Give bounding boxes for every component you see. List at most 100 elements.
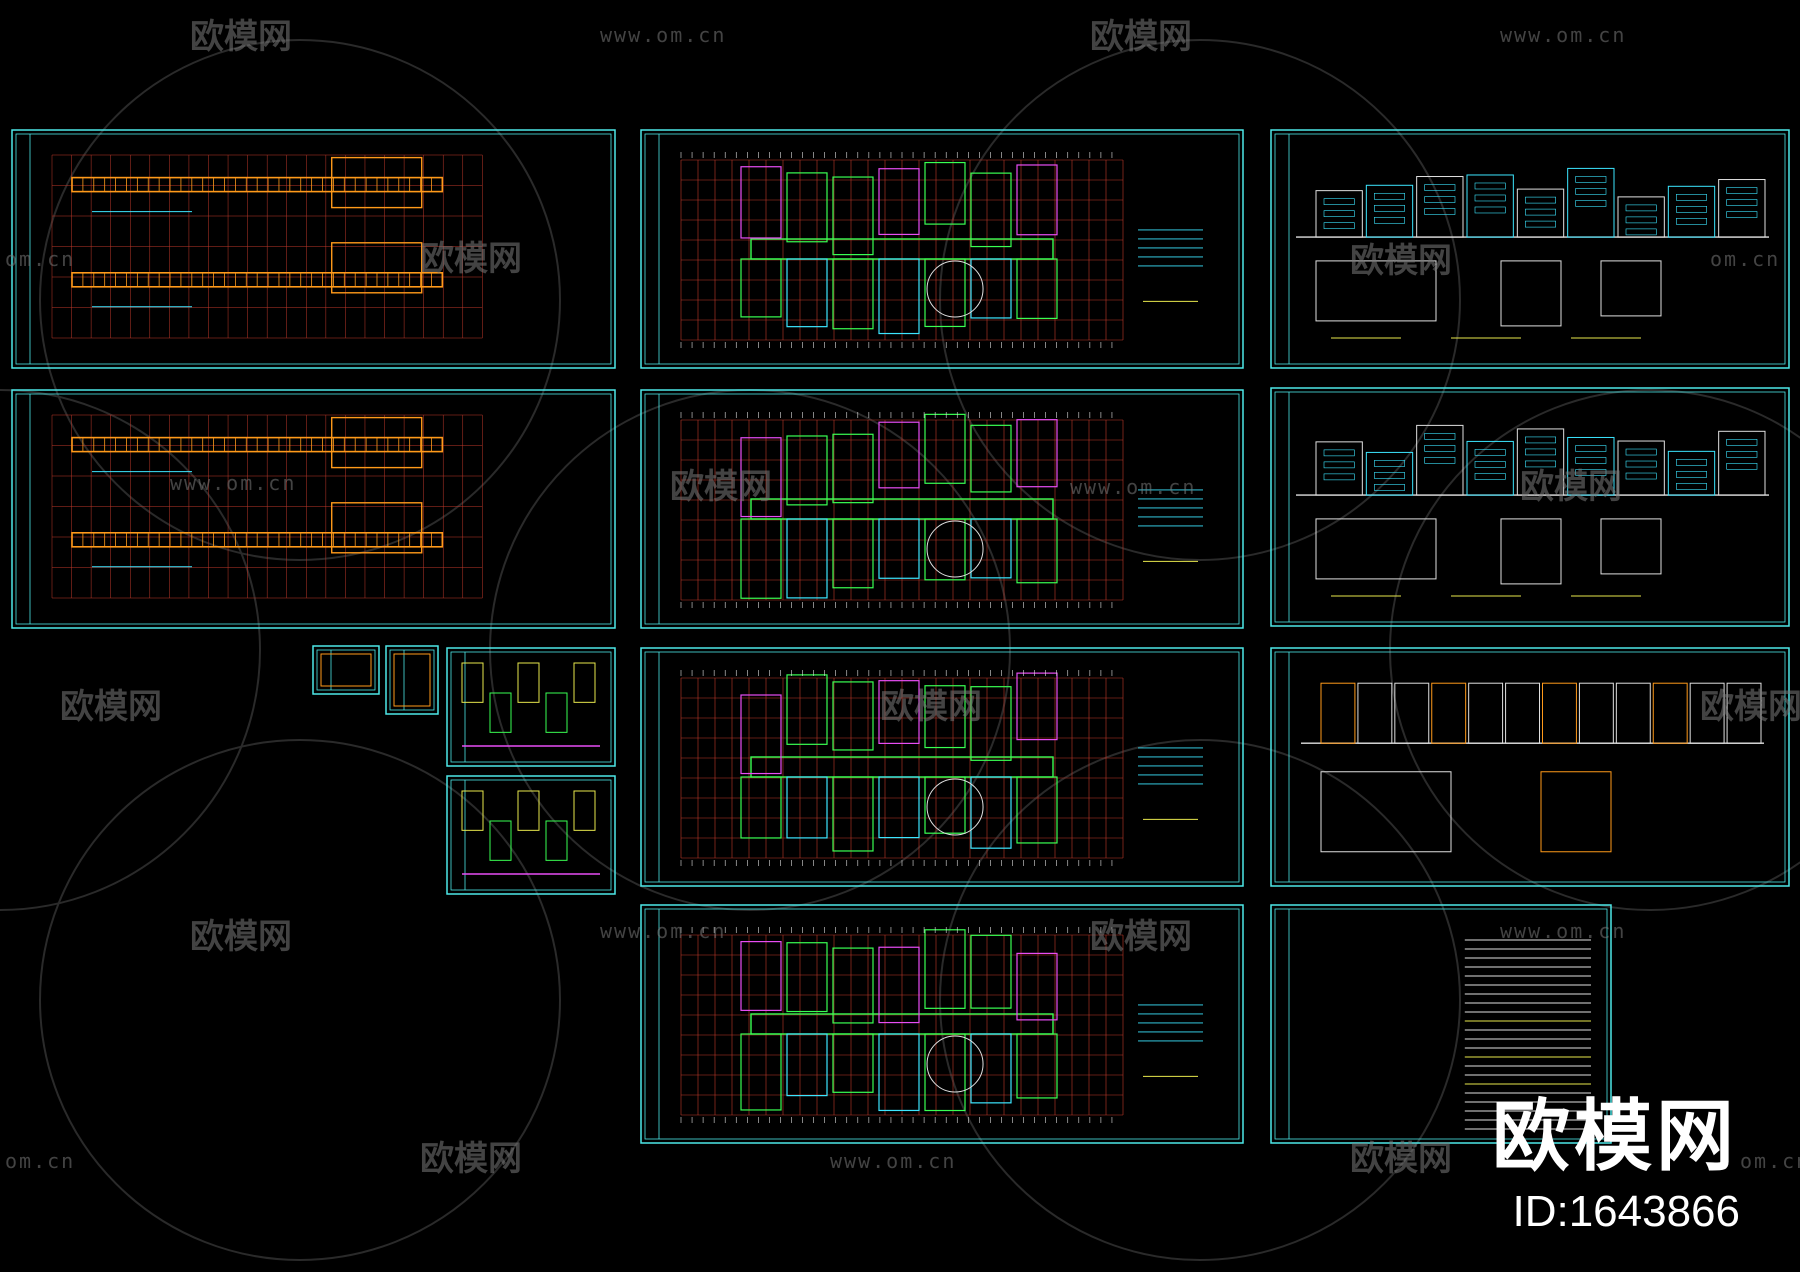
- sheet-floor-plan-1-room-north: [786, 172, 828, 243]
- sheet-section-stair-section: [1540, 771, 1612, 853]
- sheet-roof-plan: [640, 904, 1244, 1144]
- sheet-floor-plan-3: [640, 647, 1244, 887]
- sheet-floor-plan-1-room-south: [878, 258, 920, 335]
- sheet-elevation-2-window: [1676, 483, 1707, 490]
- sheet-floor-plan-3-inner-border: [644, 651, 1240, 883]
- sheet-elevation-2-window: [1625, 460, 1657, 468]
- sheet-section-section-bay: [1726, 682, 1762, 744]
- sheet-elevation-1-stair-detail: [1600, 260, 1662, 317]
- sheet-elevation-1-window: [1474, 206, 1506, 214]
- watermark-logo-text: 欧模网: [1700, 687, 1800, 727]
- sheet-roof-plan-curved-room: [926, 1035, 984, 1093]
- sheet-elevation-2-stair-detail: [1600, 518, 1662, 575]
- sheet-floor-plan-2-room-south: [970, 518, 1012, 579]
- sheet-floor-plan-2-room-south: [1016, 518, 1058, 584]
- watermark-logo-text: 欧模网: [60, 687, 162, 727]
- watermark-url-short-text: om.cn: [1740, 1149, 1800, 1173]
- sheet-elevation-2-facade-bay: [1667, 450, 1716, 496]
- sheet-elevation-2-inner-border: [1274, 391, 1786, 623]
- sheet-floor-plan-3-room-south: [740, 776, 782, 839]
- sheet-roof-plan-room-south: [878, 1033, 920, 1112]
- sheet-elevation-2-window: [1575, 445, 1607, 452]
- sheet-water-electric-1-orange-block: [331, 156, 423, 209]
- sheet-water-electric-1-inner-border: [15, 133, 612, 365]
- watermark-logo-text: 欧模网: [420, 1139, 522, 1179]
- sheet-elevation-1-window: [1575, 188, 1607, 195]
- sheet-section-section-bay: [1394, 682, 1430, 744]
- sheet-floor-plan-3-room-north: [786, 674, 828, 745]
- sheet-floor-plan-2-room-north: [832, 433, 874, 504]
- sheet-roof-plan-room-north: [786, 942, 828, 1013]
- sheet-floor-plan-1-room-north: [1016, 164, 1058, 236]
- sheet-elevation-2-facade-bay: [1617, 440, 1665, 496]
- sheet-section-section-bay: [1689, 682, 1725, 744]
- sheet-floor-plan-2-curved-room: [926, 520, 984, 578]
- sheet-floor-plan-3-room-north: [924, 685, 966, 749]
- sheet-elevation-2-window: [1726, 451, 1758, 458]
- watermark-url-text: www.om.cn: [830, 1149, 956, 1173]
- sheet-elevation-2-facade-bay: [1718, 430, 1766, 496]
- sheet-section-section-bay: [1652, 682, 1688, 744]
- sheet-elevation-1-window: [1323, 198, 1355, 205]
- sheet-section-section-bay: [1357, 682, 1393, 744]
- sheet-floor-plan-1-room-north: [970, 172, 1012, 248]
- sheet-mini-1-small-block: [320, 653, 372, 687]
- watermark-logo-text: 欧模网: [1350, 241, 1452, 281]
- sheet-roof-plan-room-south: [924, 1033, 966, 1112]
- watermark-url-text: www.om.cn: [1500, 23, 1626, 47]
- sheet-elevation-2-window: [1525, 436, 1556, 444]
- sheet-floor-plan-1-room-south: [924, 258, 966, 328]
- sheet-floor-plan-2-room-south: [878, 518, 920, 579]
- sheet-roof-plan-room-south: [786, 1033, 828, 1097]
- sheet-floor-plan-2-room-north: [924, 413, 966, 484]
- sheet-elevation-2-window: [1474, 449, 1506, 456]
- sheet-detail-2-detail-block: [517, 790, 540, 831]
- sheet-floor-plan-1-curved-room: [926, 260, 984, 318]
- sheet-elevation-1-window: [1474, 194, 1506, 202]
- watermark-ring: [1389, 389, 1800, 911]
- sheet-floor-plan-2-inner-border: [644, 393, 1240, 625]
- sheet-elevation-1-window: [1525, 220, 1556, 228]
- sheet-floor-plan-3-room-south: [878, 776, 920, 839]
- sheet-floor-plan-2: [640, 389, 1244, 629]
- sheet-design-notes-inner-border: [1274, 908, 1608, 1140]
- sheet-elevation-1-facade-bay: [1365, 184, 1414, 238]
- sheet-roof-plan-room-south: [832, 1033, 874, 1093]
- watermark-ring: [39, 739, 561, 1261]
- watermark-url-short-text: om.cn: [5, 247, 75, 271]
- sheet-elevation-1-window: [1323, 222, 1355, 229]
- sheet-mini-2: [385, 645, 439, 715]
- sheet-detail-1-detail-block: [545, 692, 568, 733]
- sheet-floor-plan-1-room-south: [1016, 258, 1058, 320]
- sheet-roof-plan-room-north: [970, 934, 1012, 1009]
- sheet-elevation-2-facade-bay: [1516, 428, 1565, 496]
- sheet-elevation-2-window: [1323, 449, 1355, 457]
- sheet-elevation-1-facade-bay: [1466, 174, 1514, 238]
- sheet-elevation-1-facade-bay: [1416, 176, 1464, 238]
- sheet-floor-plan-3-room-south: [786, 776, 828, 839]
- sheet-elevation-2-window: [1726, 463, 1758, 470]
- watermark-url-short-text: om.cn: [1710, 247, 1780, 271]
- sheet-elevation-1-window: [1625, 228, 1657, 236]
- sheet-section-section-bay: [1505, 682, 1541, 744]
- sheet-detail-2-detail-block: [573, 790, 596, 831]
- sheet-detail-2-inner-border: [450, 779, 612, 891]
- sheet-elevation-2-window: [1374, 460, 1405, 467]
- sheet-elevation-2-window: [1424, 433, 1456, 440]
- sheet-roof-plan-room-north: [878, 946, 920, 1024]
- watermark-logo-text: 欧模网: [190, 917, 292, 957]
- watermark-logo-text: 欧模网: [880, 687, 982, 727]
- sheet-elevation-2-facade-bay: [1466, 440, 1514, 496]
- sheet-water-electric-1-orange-block: [331, 242, 423, 294]
- sheet-elevation-1-window: [1625, 216, 1657, 224]
- sheet-roof-plan-room-north: [832, 947, 874, 1024]
- sheet-elevation-2-window: [1424, 445, 1456, 452]
- sheet-water-electric-2-inner-border: [15, 393, 612, 625]
- sheet-elevation-2-window: [1575, 469, 1607, 476]
- sheet-water-electric-2-orange-block: [331, 502, 423, 554]
- sheet-elevation-1-window: [1726, 187, 1758, 194]
- sheet-elevation-1-window: [1726, 199, 1758, 206]
- sheet-roof-plan-room-south: [1016, 1033, 1058, 1099]
- sheet-section-section-bay: [1431, 682, 1467, 744]
- sheet-floor-plan-2-room-north: [970, 424, 1012, 493]
